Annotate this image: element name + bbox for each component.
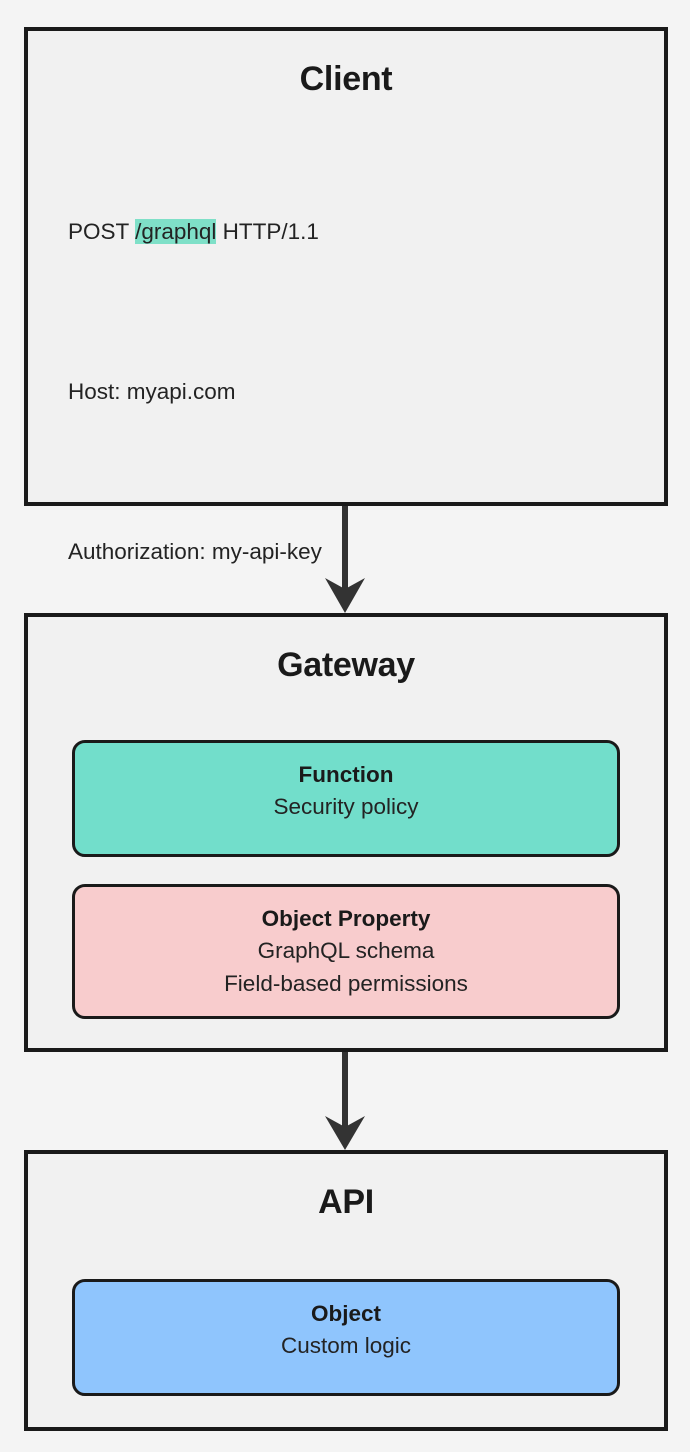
- pill-object-property-title: Object Property: [261, 906, 431, 931]
- gateway-pill-object-property[interactable]: Object Property GraphQL schema Field-bas…: [72, 884, 620, 1019]
- api-title: API: [318, 1183, 374, 1221]
- arrow-client-to-gateway-icon: [325, 506, 365, 613]
- request-method: POST: [68, 219, 136, 244]
- pill-object-property-line-2: Field-based permissions: [224, 971, 468, 996]
- pill-object-line-1: Custom logic: [280, 1333, 412, 1358]
- api-pill-object[interactable]: Object Custom logic: [72, 1279, 620, 1396]
- arrow-gateway-to-api-icon: [325, 1052, 365, 1150]
- request-protocol: HTTP/1.1: [216, 219, 319, 244]
- pill-function-title: Function: [298, 762, 394, 787]
- client-node: Client POST /graphql HTTP/1.1 Host: myap…: [24, 27, 668, 1364]
- pill-object-title: Object: [310, 1301, 382, 1326]
- request-line-authorization: Authorization: my-api-key: [68, 539, 322, 564]
- request-path-highlight: /graphql: [135, 219, 217, 244]
- pill-object-property-line-1: GraphQL schema: [257, 938, 435, 963]
- request-line-host: Host: myapi.com: [68, 379, 236, 404]
- gateway-pill-function[interactable]: Function Security policy: [72, 740, 620, 857]
- pill-function-line-1: Security policy: [273, 794, 419, 819]
- client-title: Client: [299, 60, 393, 98]
- gateway-title: Gateway: [277, 646, 415, 684]
- request-line-post: POST /graphql HTTP/1.1: [68, 212, 664, 252]
